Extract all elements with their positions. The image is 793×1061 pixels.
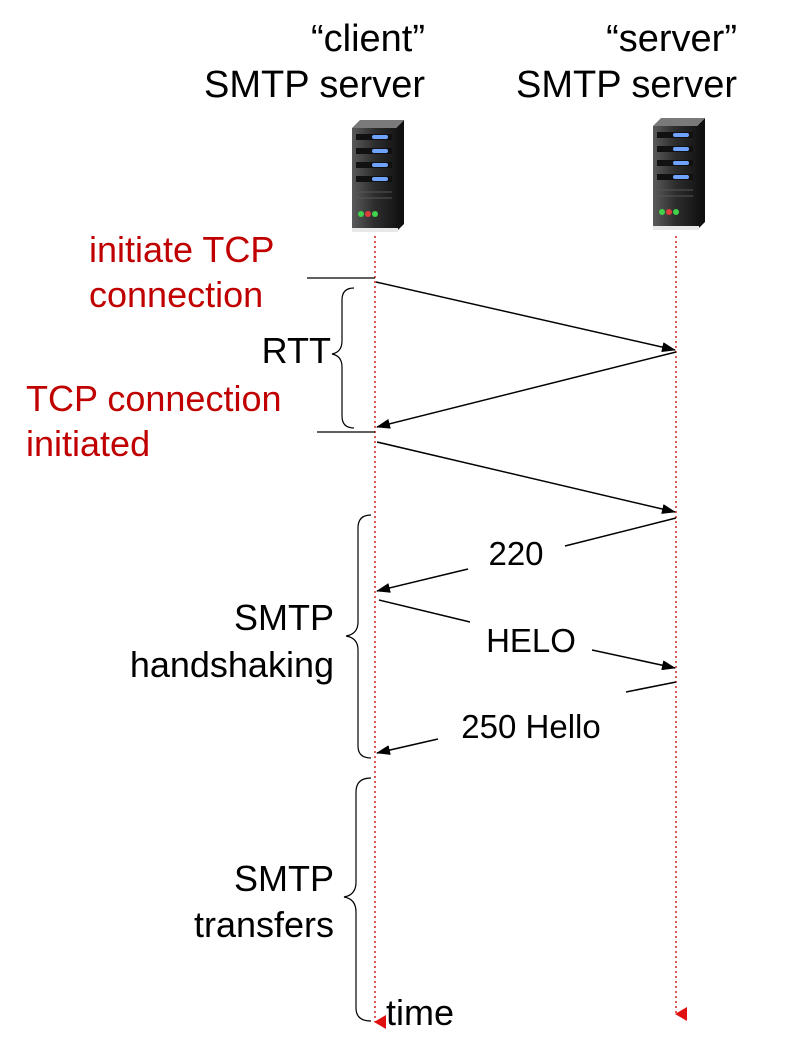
server-icon — [653, 118, 705, 230]
server-title-line1: “server” — [606, 18, 737, 60]
initiate-connection-label: connection — [89, 274, 263, 315]
synack-arrow — [376, 351, 677, 429]
tcp-connection-initiated-label: TCP connection — [26, 378, 281, 419]
msg-220-label: 220 — [488, 535, 543, 572]
msg-helo-line — [378, 599, 471, 623]
transfers-label-line2: transfers — [194, 904, 334, 945]
time-label: time — [386, 992, 454, 1033]
handshaking-brace — [345, 514, 372, 759]
syn-arrow — [375, 281, 676, 352]
transfers-label-line1: SMTP — [234, 858, 334, 899]
msg-helo-arrow — [591, 649, 676, 671]
client-title-line1: “client” — [311, 18, 425, 60]
server-title-line2: SMTP server — [516, 64, 737, 106]
client-title-line2: SMTP server — [204, 64, 425, 106]
msg-250-arrow — [376, 738, 439, 755]
msg-250-line — [625, 681, 677, 693]
msg-helo-label: HELO — [486, 622, 576, 659]
msg-250-hello-label: 250 Hello — [461, 708, 600, 745]
transfers-brace — [343, 777, 372, 1022]
rtt-brace — [331, 287, 355, 429]
initiated-label: initiated — [26, 423, 150, 464]
rtt-label: RTT — [262, 330, 331, 371]
ack-arrow — [376, 441, 676, 514]
handshaking-label-line2: handshaking — [130, 644, 334, 685]
msg-220-arrow — [376, 568, 469, 593]
initiate-tcp-label: initiate TCP — [89, 229, 274, 270]
msg-220-line — [564, 517, 677, 547]
handshaking-label-line1: SMTP — [234, 597, 334, 638]
server-icon — [352, 120, 404, 232]
